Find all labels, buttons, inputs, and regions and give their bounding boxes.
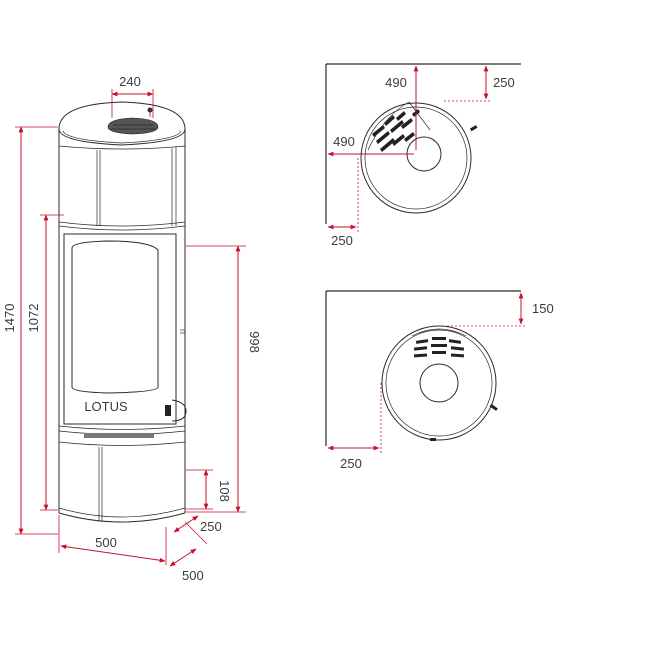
dim-left-offset-label: 490 [333, 134, 355, 149]
dim-door-height: 1072 [26, 214, 64, 511]
stove-door: LOTUS [63, 233, 187, 425]
dim-width: 500 [58, 515, 167, 565]
dim-depth-label: 250 [200, 519, 222, 534]
dim-total-height-label: 1470 [2, 304, 17, 333]
dim-width-diagonal-label: 500 [182, 568, 204, 583]
dim-top-width-label: 240 [119, 74, 141, 89]
dim-back-clearance-label: 150 [532, 301, 554, 316]
front-view: LOTUS 240 [2, 74, 262, 583]
brand-mark: LOTUS [84, 399, 128, 414]
dim-top-width: 240 [111, 74, 154, 118]
corner-view-grille [372, 109, 420, 152]
dim-foot-height: 108 [186, 469, 232, 510]
wall-view-grille [413, 337, 465, 358]
dim-foot-height-label: 108 [217, 480, 232, 502]
dim-width-diagonal: 500 [169, 521, 208, 583]
wall-view: 150 250 [325, 290, 554, 471]
stove-upper-body [58, 129, 186, 513]
corner-view: 490 250 490 250 [325, 63, 521, 248]
dim-depth: 250 [173, 515, 222, 534]
dim-left-clearance-label: 250 [331, 233, 353, 248]
stove-top [58, 101, 186, 146]
dim-side-height: 998 [186, 245, 262, 513]
dim-total-height: 1470 [2, 126, 58, 535]
dim-side-height-label: 998 [247, 331, 262, 353]
dim-side-clearance-label: 250 [340, 456, 362, 471]
dim-top-clearance-label: 250 [493, 75, 515, 90]
dim-door-height-label: 1072 [26, 304, 41, 333]
dim-width-label: 500 [95, 535, 117, 550]
dim-top-offset-label: 490 [385, 75, 407, 90]
stove-lower-body [58, 425, 186, 523]
